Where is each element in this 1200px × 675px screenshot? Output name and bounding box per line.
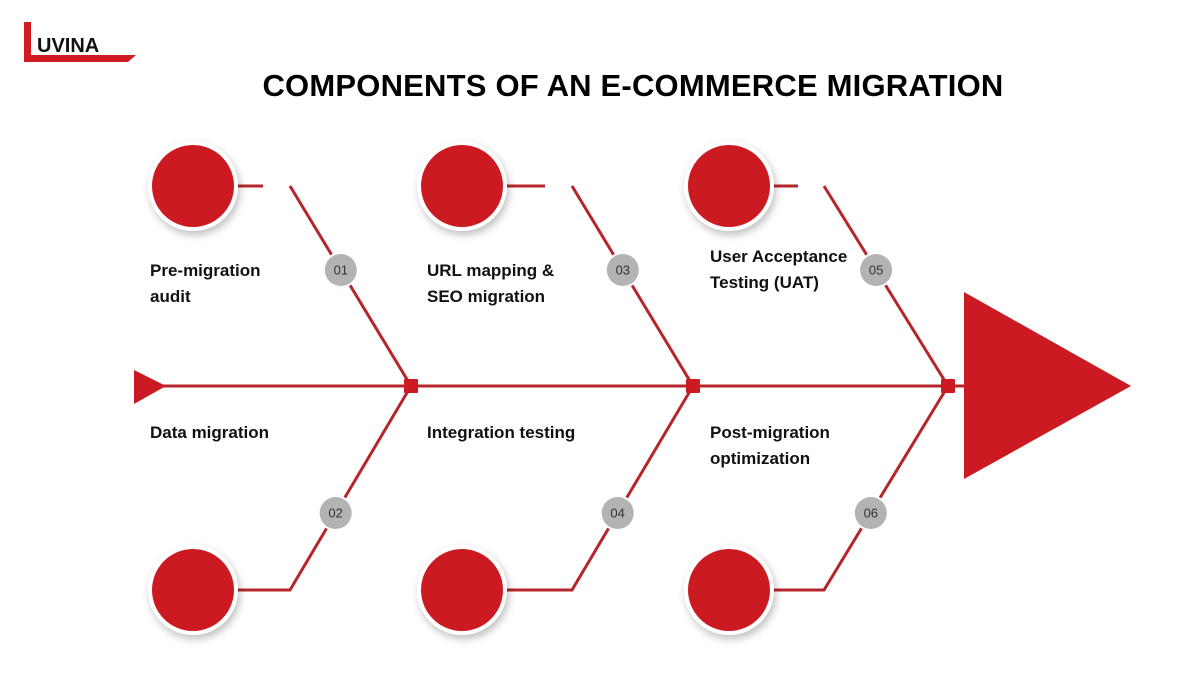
step-label-06: Post-migration optimization <box>710 423 830 468</box>
step-badge <box>606 254 639 286</box>
bone-line <box>570 185 695 387</box>
step-label-03: URL mapping & SEO migration <box>427 261 555 306</box>
bone-line <box>288 185 413 387</box>
step-badge <box>601 497 634 529</box>
spine-tail-arrow <box>134 370 166 404</box>
step-badge <box>324 254 357 286</box>
page-title: COMPONENTS OF AN E-COMMERCE MIGRATION <box>262 68 1004 103</box>
step-circle <box>688 145 770 227</box>
bone-line <box>822 185 950 387</box>
step-label-04: Integration testing <box>427 423 576 442</box>
step-number-06: 06 <box>864 506 878 521</box>
svg-text:UVINA: UVINA <box>37 35 99 57</box>
step-number-01: 01 <box>334 263 348 278</box>
spine-head-arrow <box>964 292 1131 479</box>
step-circle <box>421 145 503 227</box>
luvina-logo: UVINA <box>24 22 136 62</box>
step-circle <box>688 549 770 631</box>
step-number-02: 02 <box>328 506 342 521</box>
step-number-03: 03 <box>616 263 630 278</box>
step-badge <box>860 254 893 286</box>
joint-square <box>686 379 700 393</box>
step-badge <box>854 497 887 529</box>
step-number-04: 04 <box>610 506 624 521</box>
joint-square <box>941 379 955 393</box>
step-label-01: Pre-migration audit <box>150 261 261 306</box>
step-number-05: 05 <box>869 263 883 278</box>
step-badge <box>319 497 352 529</box>
bone-line <box>263 385 413 592</box>
step-label-05: User Acceptance Testing (UAT) <box>710 247 848 292</box>
step-circle <box>421 549 503 631</box>
step-label-02: Data migration <box>150 423 270 442</box>
bone-line <box>545 385 695 592</box>
joint-square <box>404 379 418 393</box>
step-circle <box>152 145 234 227</box>
step-circle <box>152 549 234 631</box>
bone-line <box>798 385 950 592</box>
